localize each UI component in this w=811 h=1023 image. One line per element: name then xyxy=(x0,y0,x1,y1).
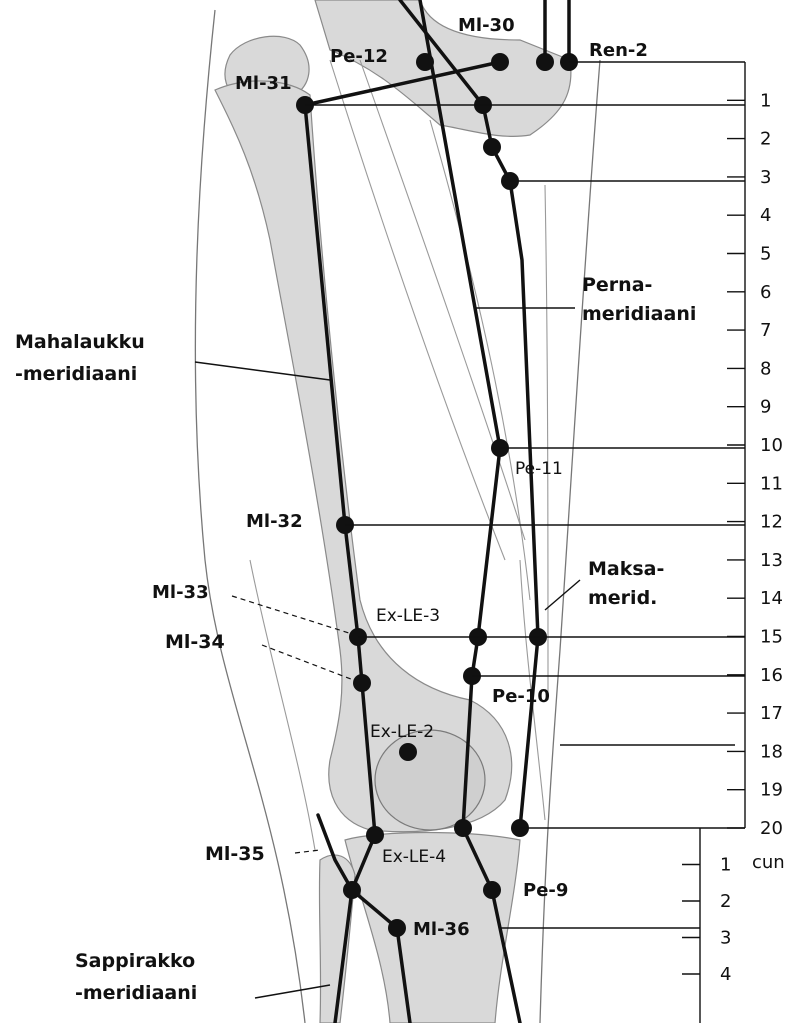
liver-meridian-line xyxy=(510,181,538,828)
label-ml36: Ml-36 xyxy=(413,919,470,940)
label-ml33: Ml-33 xyxy=(152,582,209,603)
thigh-cun-label-10: 10 xyxy=(760,435,783,456)
thigh-cun-label-9: 9 xyxy=(760,397,771,418)
leg-cun-scale: 1 2 3 4 xyxy=(682,828,731,1023)
thigh-cun-label-13: 13 xyxy=(760,550,783,571)
point-dot-ren2-a xyxy=(536,53,554,71)
thigh-cun-label-20: 20 xyxy=(760,818,783,839)
muscle-line-1 xyxy=(330,60,505,560)
label-maksa-2: merid. xyxy=(588,587,657,609)
label-perna-2: meridiaani xyxy=(582,303,696,325)
thigh-cun-label-15: 15 xyxy=(760,627,783,648)
leader-sappirakko xyxy=(255,985,330,998)
thigh-cun-label-5: 5 xyxy=(760,244,771,265)
label-pe11: Pe-11 xyxy=(515,459,563,479)
point-dot-upper-2 xyxy=(483,138,501,156)
thigh-cun-label-16: 16 xyxy=(760,665,783,686)
point-dot-exle4 xyxy=(454,819,472,837)
point-dot-ml30 xyxy=(491,53,509,71)
femur-shaft xyxy=(215,81,512,832)
thigh-cun-label-6: 6 xyxy=(760,282,771,303)
label-ml34: Ml-34 xyxy=(165,631,225,653)
leg-cun-label-3: 3 xyxy=(720,928,731,949)
skin-outline-right xyxy=(540,60,600,1023)
thigh-cun-label-7: 7 xyxy=(760,320,771,341)
thigh-cun-label-3: 3 xyxy=(760,167,771,188)
label-maksa-1: Maksa- xyxy=(588,558,664,580)
thigh-cun-label-1: 1 xyxy=(760,90,771,111)
thigh-cun-label-4: 4 xyxy=(760,205,771,226)
muscle-line-6 xyxy=(250,560,315,850)
leg-cun-label-2: 2 xyxy=(720,891,731,912)
label-mahalaukku-1: Mahalaukku xyxy=(15,331,145,353)
muscle-line-3 xyxy=(430,120,530,600)
label-pe9: Pe-9 xyxy=(523,880,568,901)
label-exle2: Ex-LE-2 xyxy=(370,722,434,742)
label-exle3: Ex-LE-3 xyxy=(376,606,440,626)
point-dot-pe12 xyxy=(416,53,434,71)
label-mahalaukku-2: -meridiaani xyxy=(15,363,137,385)
point-dot-gb xyxy=(343,881,361,899)
point-dot-pe9 xyxy=(483,881,501,899)
scale-unit-label: cun xyxy=(752,852,785,873)
label-perna-1: Perna- xyxy=(582,274,652,296)
label-pe10: Pe-10 xyxy=(492,686,550,707)
thigh-cun-label-18: 18 xyxy=(760,741,783,762)
point-dot-ml34 xyxy=(353,674,371,692)
pelvis-bone xyxy=(315,0,571,136)
leg-cun-label-1: 1 xyxy=(720,855,731,876)
thigh-cun-label-12: 12 xyxy=(760,512,783,533)
leg-cun-label-4: 4 xyxy=(720,964,731,985)
label-ml32: Ml-32 xyxy=(246,511,303,532)
label-sappirakko-2: -meridiaani xyxy=(75,982,197,1004)
label-pe12: Pe-12 xyxy=(330,46,388,67)
point-dot-ml35 xyxy=(366,826,384,844)
label-sappirakko-1: Sappirakko xyxy=(75,950,195,972)
point-dot-exle2 xyxy=(399,743,417,761)
thigh-cun-label-17: 17 xyxy=(760,703,783,724)
thigh-cun-label-14: 14 xyxy=(760,588,783,609)
thigh-cun-label-2: 2 xyxy=(760,129,771,150)
leader-ml35 xyxy=(295,850,320,853)
thigh-cun-label-19: 19 xyxy=(760,780,783,801)
label-ml35: Ml-35 xyxy=(205,843,265,865)
muscle-line-4 xyxy=(545,185,548,700)
point-dot-ml36 xyxy=(388,919,406,937)
thigh-cun-label-11: 11 xyxy=(760,473,783,494)
label-ren2: Ren-2 xyxy=(589,40,648,61)
label-exle4: Ex-LE-4 xyxy=(382,847,446,867)
thigh-cun-label-8: 8 xyxy=(760,358,771,379)
label-ml30: Ml-30 xyxy=(458,15,515,36)
label-ml31: Ml-31 xyxy=(235,73,292,94)
